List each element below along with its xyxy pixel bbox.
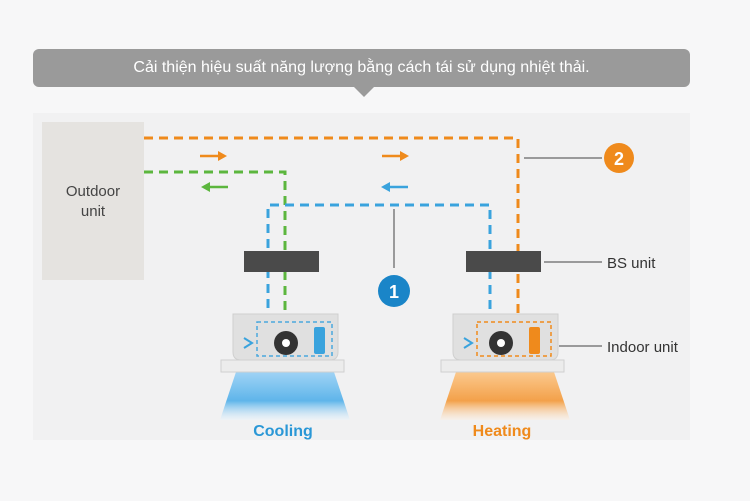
info-tooltip: Cải thiện hiệu suất năng lượng bằng cách… (33, 49, 690, 87)
outdoor-unit (42, 122, 144, 280)
green-flow-arrow (201, 182, 228, 192)
heating-label: Heating (473, 423, 532, 440)
hot-gas-pipe (144, 136, 528, 332)
indoor-unit-right (440, 313, 565, 373)
tooltip-text: Cải thiện hiệu suất năng lượng bằng cách… (133, 59, 590, 76)
suction-pipe (144, 170, 318, 323)
cooling-label: Cooling (253, 423, 313, 440)
indoor-unit-label: Indoor unit (607, 339, 679, 356)
heating-airflow (440, 372, 570, 420)
marker-2-label: 2 (614, 149, 624, 169)
orange-flow-arrow-left (200, 151, 227, 161)
orange-flow-arrow-right (382, 151, 409, 161)
indoor-unit-left (220, 313, 345, 373)
tooltip-pointer (354, 87, 374, 97)
bs-unit-left (244, 251, 319, 272)
outdoor-unit-label-line1: Outdoor (66, 183, 120, 200)
outdoor-unit-label-line2: unit (81, 203, 106, 220)
marker-1-circle (378, 275, 410, 307)
marker-2-circle (604, 143, 634, 173)
cooling-airflow (220, 372, 350, 420)
bs-unit-label: BS unit (607, 255, 656, 272)
marker-1-label: 1 (389, 282, 399, 302)
blue-flow-arrow (381, 182, 408, 192)
bs-unit-right (466, 251, 541, 272)
